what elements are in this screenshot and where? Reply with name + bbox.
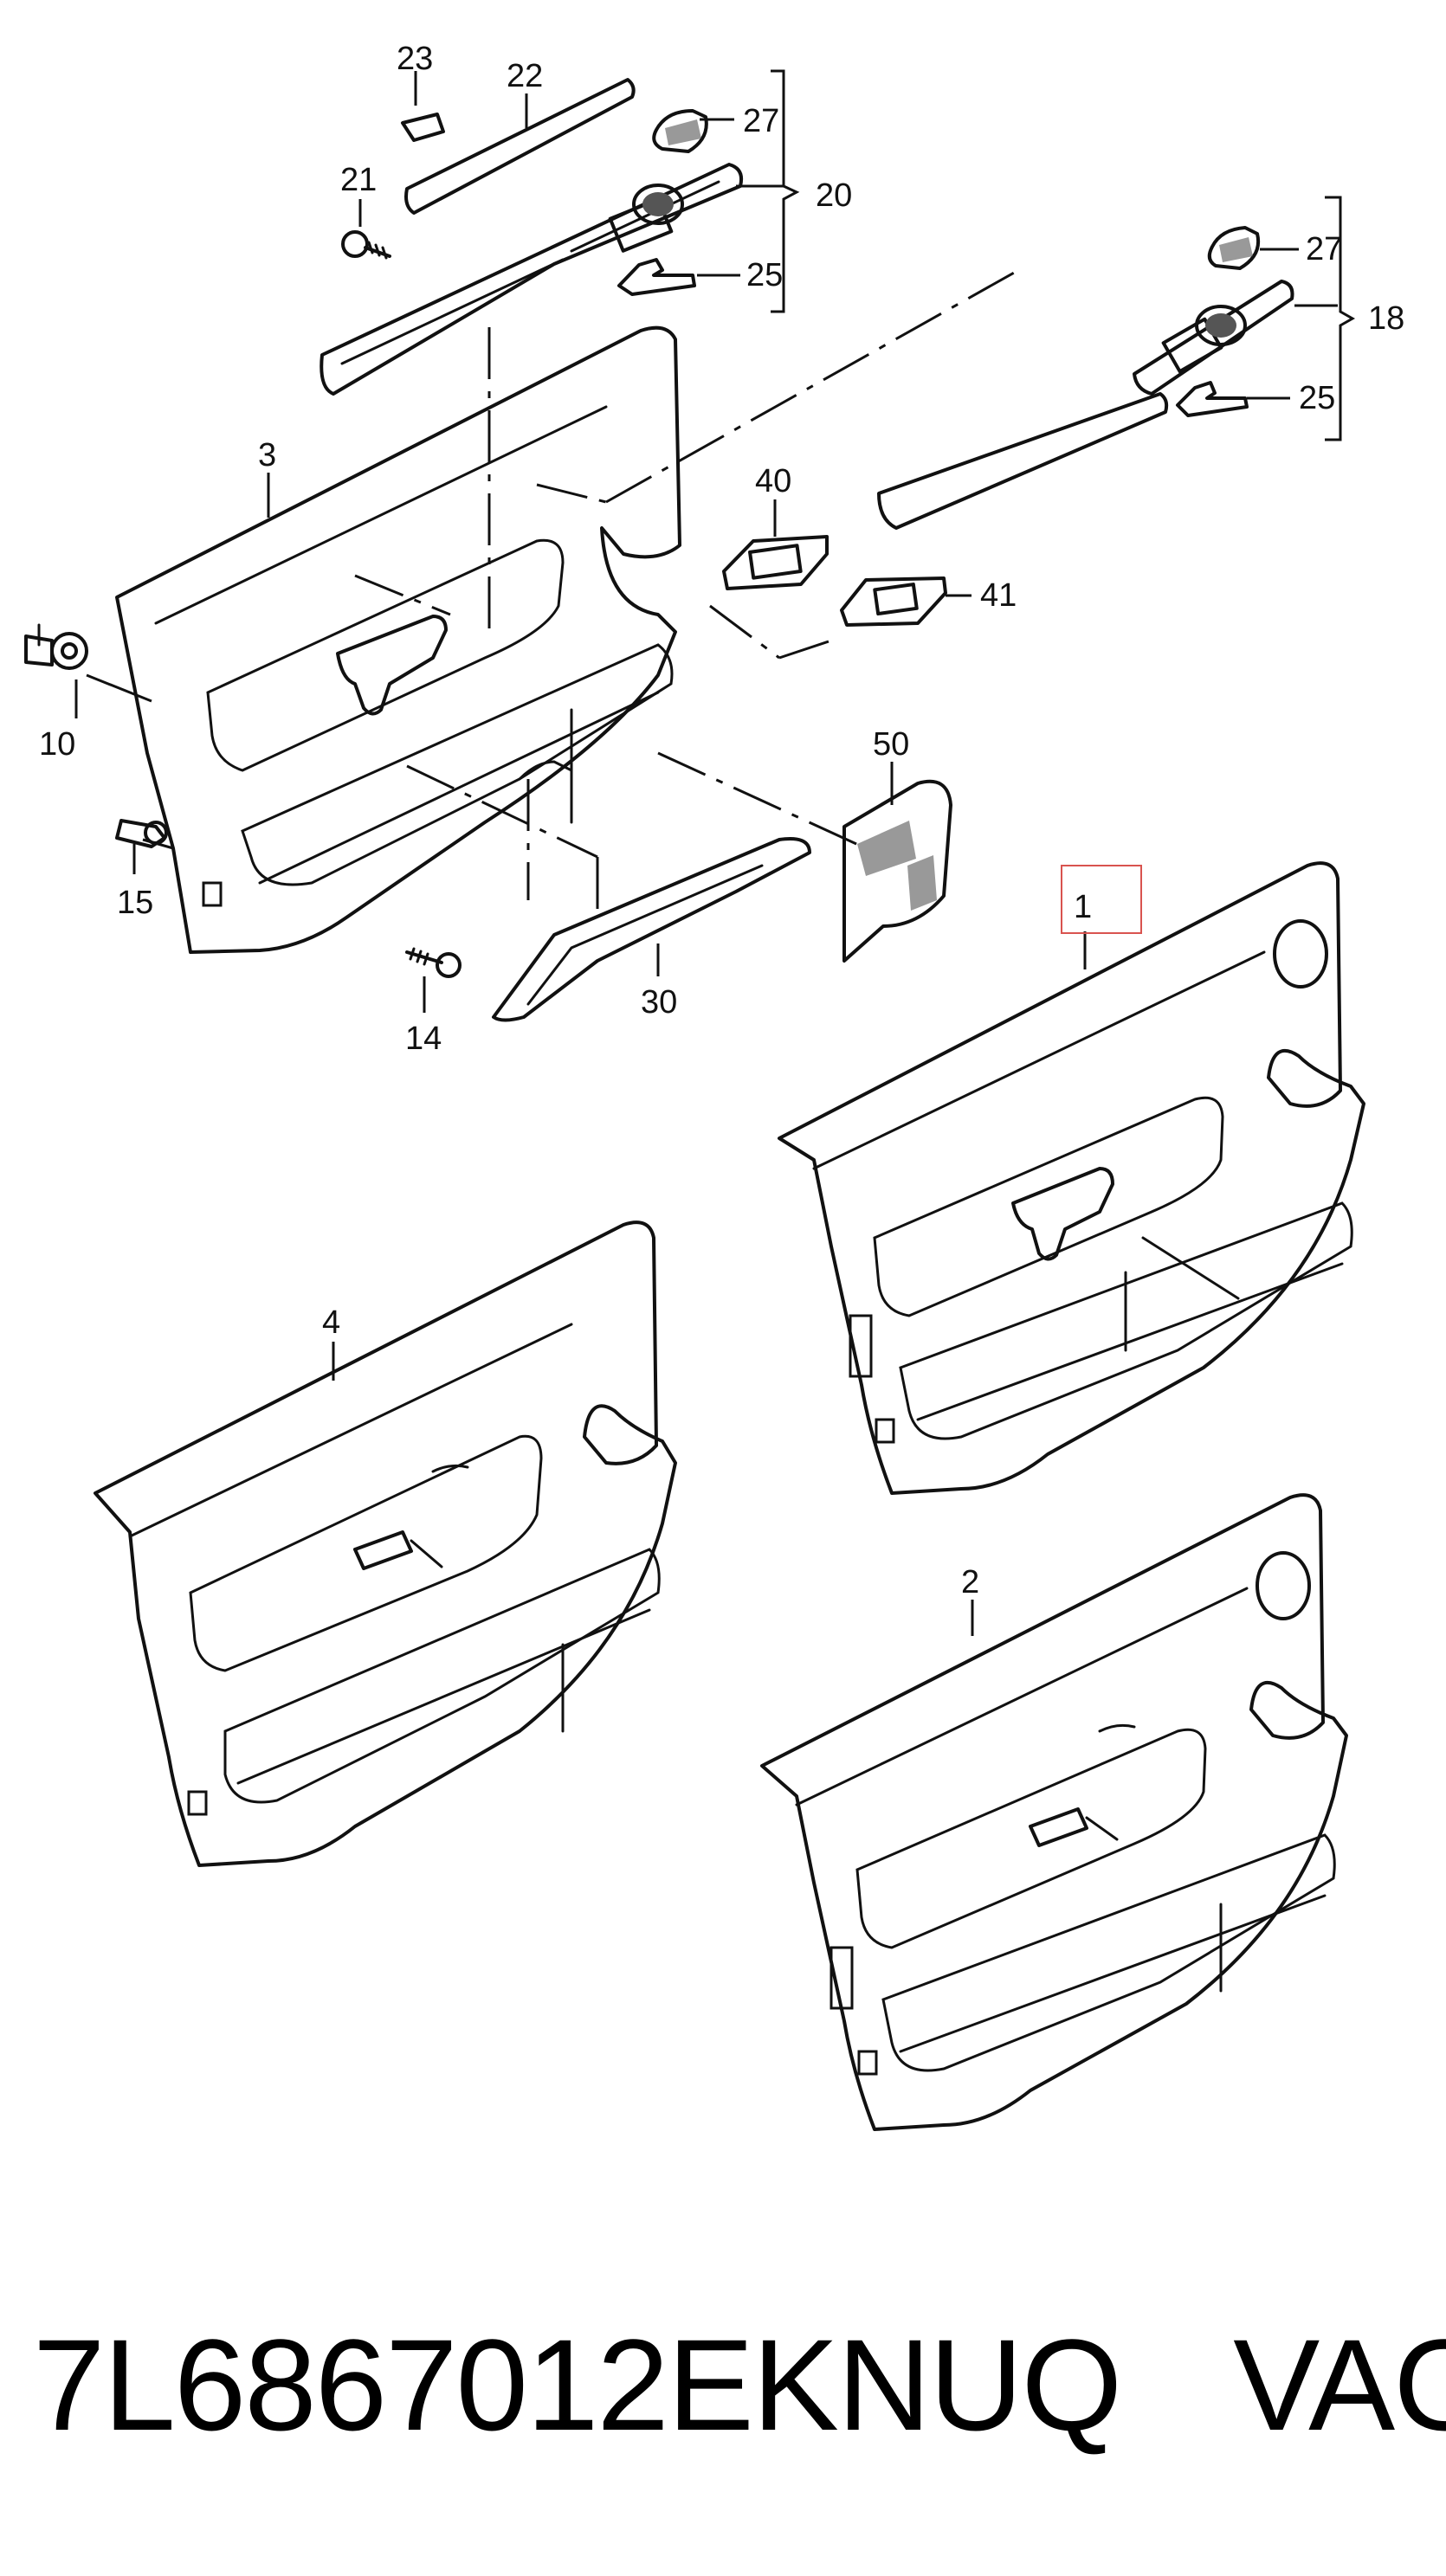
speaker-grille-50	[842, 779, 952, 963]
screw-14	[405, 947, 462, 978]
assembly-lines	[354, 267, 1023, 918]
clip-23	[401, 113, 445, 142]
callout-27a: 27	[743, 103, 779, 139]
screw-21	[341, 230, 391, 260]
callout-2: 2	[961, 1564, 979, 1600]
callout-20: 20	[816, 177, 852, 214]
part-number-footer: 7L6867012EKNUQ VAG	[33, 2298, 1446, 2471]
callout-1: 1	[1074, 889, 1092, 925]
brand-name: VAG	[1233, 2311, 1446, 2457]
callout-15: 15	[117, 885, 153, 921]
callout-25b: 25	[1299, 380, 1335, 416]
clip-15	[115, 819, 168, 848]
callout-3: 3	[258, 437, 276, 473]
callout-18: 18	[1368, 300, 1404, 337]
clip-10	[24, 623, 88, 670]
callout-21: 21	[340, 162, 377, 198]
armrest-bracket-18	[1133, 280, 1294, 396]
handle-25-right	[1176, 381, 1249, 417]
callout-14: 14	[405, 1021, 442, 1057]
armrest-bracket-20	[320, 163, 744, 396]
long-trim-strip	[877, 392, 1169, 530]
callout-41: 41	[980, 577, 1017, 614]
door-panel-4	[94, 1220, 677, 1867]
callout-27b: 27	[1306, 231, 1342, 267]
lower-trim-30	[492, 837, 811, 1022]
handle-25-top	[617, 258, 696, 296]
leader-lines	[74, 71, 1338, 1636]
callout-25a: 25	[746, 257, 783, 293]
door-panel-1	[778, 861, 1365, 1495]
callout-4: 4	[322, 1304, 340, 1341]
callout-23: 23	[397, 41, 433, 77]
part-number: 7L6867012EKNUQ	[33, 2311, 1122, 2457]
callout-labels: 23 22 21 27 20 25 27 18 25 3 40 41 10 15…	[39, 41, 1404, 1600]
speaker-grille-27-top	[652, 109, 708, 153]
callout-22: 22	[507, 58, 543, 94]
callout-10: 10	[39, 726, 75, 763]
highlight-box-1	[1061, 865, 1142, 934]
switch-module-41	[840, 576, 947, 627]
brace-18	[1325, 196, 1356, 441]
callout-40: 40	[755, 463, 791, 499]
trim-strip-22	[404, 78, 636, 215]
door-panel-3	[115, 325, 681, 954]
switch-module-40	[722, 535, 829, 590]
door-panel-2	[760, 1493, 1348, 2131]
speaker-grille-27-right	[1207, 226, 1260, 270]
brace-20	[771, 69, 800, 313]
callout-30: 30	[641, 984, 677, 1021]
callout-50: 50	[873, 726, 909, 763]
